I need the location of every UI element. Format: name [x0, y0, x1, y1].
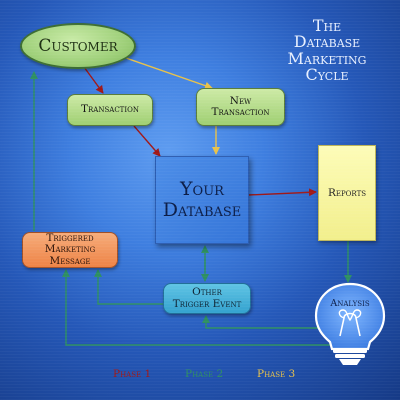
legend-phase-2: Phase 2	[185, 368, 224, 380]
title-line-1: The	[312, 16, 342, 35]
triggered-message-line-2: Marketing	[44, 243, 96, 256]
database-label-line-2: Database	[162, 199, 242, 221]
title-line-4: Cycle	[305, 64, 349, 84]
diagram-title: The Database Marketing Cycle	[268, 16, 386, 84]
triggered-message-line-1: Triggered	[46, 232, 94, 245]
other-trigger-line-2: Trigger Event	[172, 297, 242, 310]
new-transaction-label-line-1: New	[229, 94, 252, 107]
legend-phase-3: Phase 3	[257, 368, 296, 380]
triggered-message-node: Triggered Marketing Message	[22, 232, 118, 268]
triggered-message-line-3: Message	[49, 254, 91, 267]
reports-node: Reports	[318, 145, 376, 241]
database-node: Your Database	[155, 156, 249, 244]
customer-node: Customer	[20, 23, 136, 69]
new-transaction-label-line-2: Transaction	[211, 106, 270, 118]
legend-phase-1: Phase 1	[113, 368, 152, 380]
lightbulb-icon	[314, 282, 386, 365]
new-transaction-node: New Transaction	[196, 88, 285, 126]
analysis-label: Analysis	[330, 298, 370, 309]
arrow-customer-to-new-transaction	[125, 57, 213, 90]
arrow-other-trigger-to-triggered-message	[94, 269, 163, 305]
title-line-2: Database	[293, 32, 361, 52]
title-line-3: Marketing	[287, 48, 367, 68]
transaction-node: Transaction	[67, 94, 153, 126]
reports-label: Reports	[327, 187, 367, 199]
database-label-line-1: Your	[180, 177, 224, 200]
arrow-customer-to-transaction	[83, 66, 104, 94]
arrow-analysis-to-triggered-message	[62, 269, 330, 346]
other-trigger-line-1: Other	[192, 286, 222, 299]
arrow-transaction-to-database	[133, 125, 161, 157]
transaction-label: Transaction	[81, 103, 139, 116]
customer-label: Customer	[38, 36, 118, 56]
other-trigger-node: Other Trigger Event	[163, 283, 251, 314]
arrow-database-to-reports	[248, 188, 317, 197]
arrow-analysis-to-other-trigger	[202, 315, 322, 329]
